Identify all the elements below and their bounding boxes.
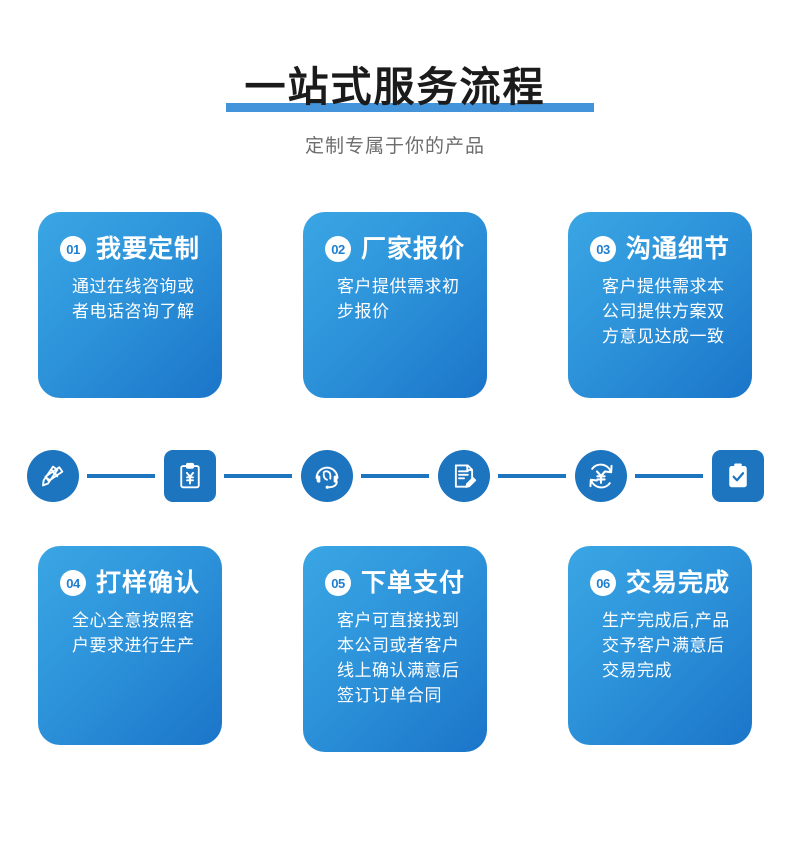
rail-connector-3 — [361, 474, 429, 478]
page-subtitle: 定制专属于你的产品 — [304, 136, 485, 157]
step-number-badge: 04 — [60, 570, 86, 596]
step-title: 交易完成 — [626, 569, 731, 597]
yuan-payment-refresh-icon[interactable] — [575, 450, 627, 502]
step-title: 沟通细节 — [626, 235, 731, 263]
step-description: 客户提供需求初步报价 — [337, 277, 460, 321]
step-number-badge: 05 — [325, 570, 351, 596]
step-number-badge: 03 — [590, 236, 616, 262]
rail-connector-2 — [224, 474, 292, 478]
step-card-01[interactable]: 01 我要定制 通过在线咨询或者电话咨询了解 — [38, 212, 222, 398]
step-title: 打样确认 — [96, 569, 201, 597]
check-mark — [732, 472, 745, 482]
rail-connector-5 — [635, 474, 703, 478]
page-title: 一站式服务流程 — [244, 64, 546, 110]
clipboard-clip — [734, 463, 742, 468]
step-card-04[interactable]: 04 打样确认 全心全意按照客户要求进行生产 — [38, 546, 222, 745]
step-description: 生产完成后,产品交予客户满意后交易完成 — [602, 611, 730, 680]
step-card-06[interactable]: 06 交易完成 生产完成后,产品交予客户满意后交易完成 — [568, 546, 752, 745]
step-number-badge: 01 — [60, 236, 86, 262]
step-card-header: 02 厂家报价 — [319, 234, 471, 264]
title-underline-rule — [226, 103, 594, 112]
step-number-badge: 02 — [325, 236, 351, 262]
step-card-03[interactable]: 03 沟通细节 客户提供需求本公司提供方案双方意见达成一致 — [568, 212, 752, 398]
step-card-05[interactable]: 05 下单支付 客户可直接找到本公司或者客户线上确认满意后签订订单合同 — [303, 546, 487, 752]
step-card-header: 04 打样确认 — [54, 568, 206, 598]
step-title: 我要定制 — [96, 235, 201, 263]
step-description: 客户提供需求本公司提供方案双方意见达成一致 — [602, 277, 725, 346]
step-description: 全心全意按照客户要求进行生产 — [72, 611, 195, 655]
design-pen-ruler-glyph — [42, 465, 64, 487]
clipboard-yuan-quote-icon[interactable] — [164, 450, 216, 502]
yuan-refresh-glyph — [589, 463, 613, 489]
document-signing-icon[interactable] — [438, 450, 490, 502]
process-icon-rail — [0, 450, 790, 506]
document-signing-glyph — [454, 464, 477, 488]
step-card-02[interactable]: 02 厂家报价 客户提供需求初步报价 — [303, 212, 487, 398]
step-card-header: 05 下单支付 — [319, 568, 471, 598]
headset-support-icon[interactable] — [301, 450, 353, 502]
clipboard-yuan-glyph — [180, 462, 200, 489]
step-description: 通过在线咨询或者电话咨询了解 — [72, 277, 195, 321]
step-title: 下单支付 — [361, 569, 466, 597]
rail-connector-1 — [87, 474, 155, 478]
step-card-header: 01 我要定制 — [54, 234, 206, 264]
clipboard-check-complete-icon[interactable] — [712, 450, 764, 502]
headset-support-glyph — [315, 466, 339, 489]
step-card-header: 03 沟通细节 — [584, 234, 736, 264]
design-pen-ruler-icon[interactable] — [27, 450, 79, 502]
clipboard-body — [729, 466, 747, 488]
step-title: 厂家报价 — [361, 235, 466, 263]
step-card-header: 06 交易完成 — [584, 568, 736, 598]
step-number-badge: 06 — [590, 570, 616, 596]
clipboard-check-glyph — [729, 463, 747, 488]
rail-connector-4 — [498, 474, 566, 478]
step-description: 客户可直接找到本公司或者客户线上确认满意后签订订单合同 — [337, 611, 460, 705]
